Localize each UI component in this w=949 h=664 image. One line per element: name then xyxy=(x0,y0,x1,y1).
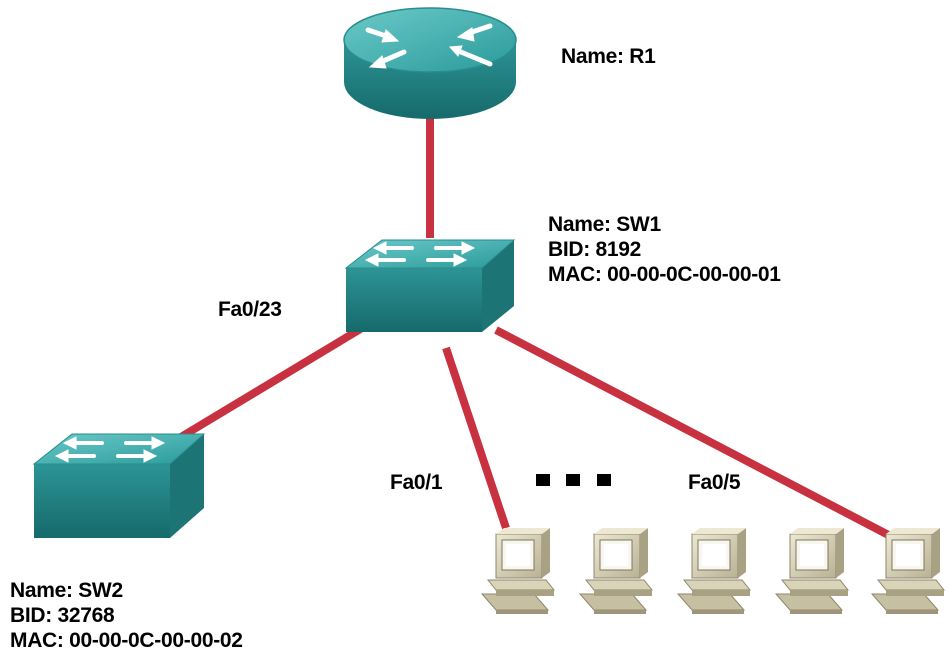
port-fa01: Fa0/1 xyxy=(390,471,443,494)
link-sw1-pc5 xyxy=(494,326,900,544)
sw2-bid: BID: 32768 xyxy=(10,604,115,627)
port-fa023-label: Fa0/23 xyxy=(218,297,282,322)
sw1-mac: MAC: 00-00-0C-00-00-01 xyxy=(548,263,781,286)
pc-icon xyxy=(677,527,751,615)
sw2-name: Name: SW2 xyxy=(10,579,123,602)
sw1-name: Name: SW1 xyxy=(548,213,661,236)
port-fa05-label: Fa0/5 xyxy=(688,470,741,495)
switch-icon xyxy=(32,433,206,538)
port-fa05: Fa0/5 xyxy=(688,471,741,494)
pc-group xyxy=(481,527,945,615)
pc-icon xyxy=(775,527,849,615)
router-label: Name: R1 xyxy=(561,44,656,69)
port-fa01-label: Fa0/1 xyxy=(390,470,443,495)
port-fa023: Fa0/23 xyxy=(218,298,282,321)
switch-icon xyxy=(344,239,516,332)
router-name: Name: R1 xyxy=(561,45,656,68)
pc-icon xyxy=(481,527,555,615)
pc-icon xyxy=(579,527,653,615)
sw2-mac: MAC: 00-00-0C-00-00-02 xyxy=(10,629,243,652)
link-sw1-sw2 xyxy=(173,318,375,444)
links xyxy=(173,118,900,544)
router-icon xyxy=(343,7,517,119)
sw1-bid: BID: 8192 xyxy=(548,238,642,261)
link-sw1-pc1 xyxy=(442,346,510,530)
sw2-label: Name: SW2 BID: 32768 MAC: 00-00-0C-00-00… xyxy=(10,578,243,653)
sw1-label: Name: SW1 BID: 8192 MAC: 00-00-0C-00-00-… xyxy=(548,212,781,287)
pc-icon xyxy=(871,527,945,615)
ellipsis-dots xyxy=(536,474,611,486)
